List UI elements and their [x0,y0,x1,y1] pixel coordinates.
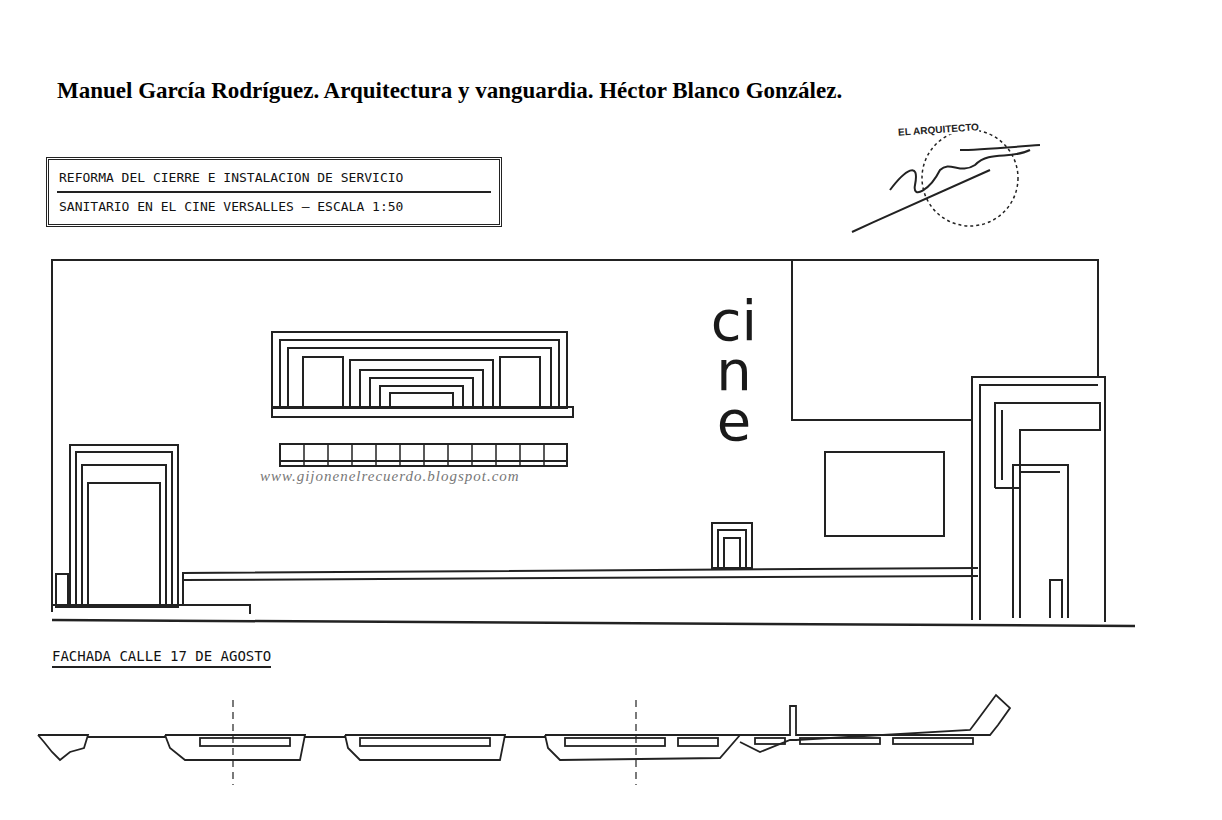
title-block-row: SANITARIO EN EL CINE VERSALLES — ESCALA … [57,191,491,220]
watermark: www.gijonenelrecuerdo.blogspot.com [258,468,522,485]
title-block-row: REFORMA DEL CIERRE E INSTALACION DE SERV… [57,164,491,191]
page-title: Manuel García Rodríguez. Arquitectura y … [57,78,842,104]
cinema-sign: cine [706,296,762,446]
stamp-text: EL ARQUITECTO [898,121,980,138]
elevation-caption: FACHADA CALLE 17 DE AGOSTO [52,648,271,668]
title-block: REFORMA DEL CIERRE E INSTALACION DE SERV… [46,157,502,227]
